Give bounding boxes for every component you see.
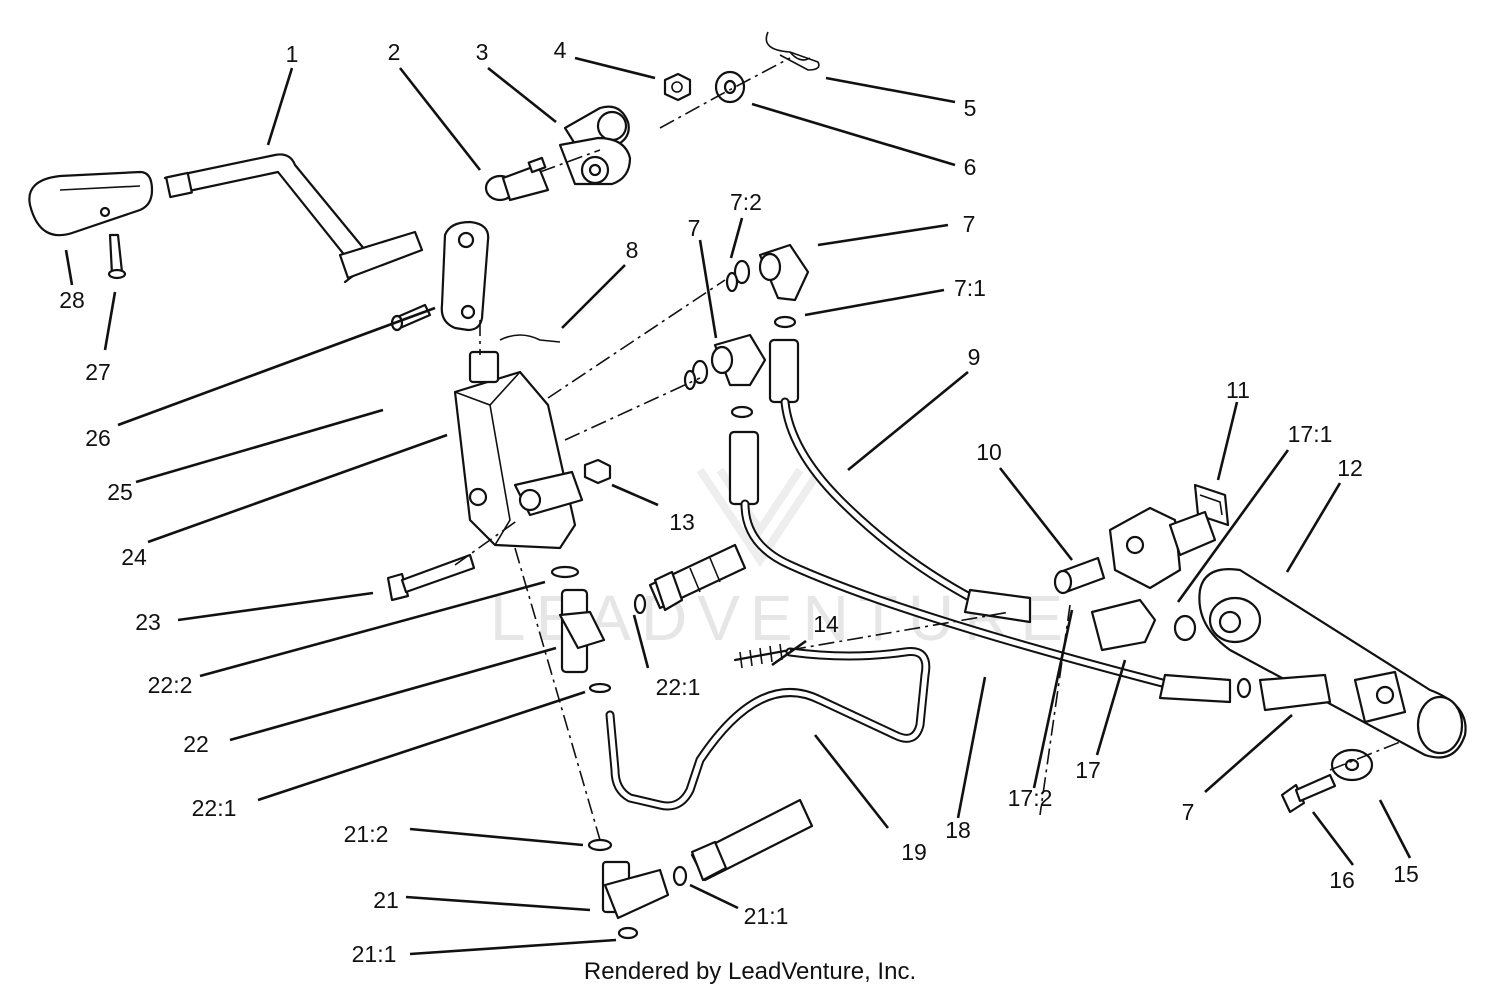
part-hose-9 [768, 338, 1032, 624]
callout-21-2: 21:2 [344, 821, 389, 847]
part-pin-10 [1053, 556, 1106, 595]
callout-4: 4 [554, 37, 567, 63]
part-oring-22-1-lower [588, 682, 612, 694]
part-elbow-7-top [725, 243, 810, 302]
callout-7-lower: 7 [1182, 799, 1195, 825]
callout-25: 25 [107, 479, 133, 505]
callout-19: 19 [901, 839, 927, 865]
part-cylinder-12 [1198, 568, 1467, 759]
part-oring-21-2 [587, 838, 613, 852]
part-bracket-26 [440, 220, 490, 332]
callout-5: 5 [964, 95, 977, 121]
part-knob [28, 170, 154, 237]
callout-3: 3 [476, 39, 489, 65]
part-bolt-23 [386, 553, 476, 602]
callout-13: 13 [669, 509, 695, 535]
part-screw-27 [107, 233, 127, 280]
callout-7-upper-right: 7 [963, 211, 976, 237]
part-elbow-21 [601, 860, 670, 920]
callout-8: 8 [626, 237, 639, 263]
callout-6: 6 [964, 154, 977, 180]
part-hairpin-clip [765, 31, 820, 71]
part-oring-22-1-side [633, 593, 647, 615]
callout-7-1: 7:1 [954, 275, 986, 301]
callout-21: 21 [373, 887, 399, 913]
callout-17: 17 [1075, 757, 1101, 783]
callout-24: 24 [121, 544, 147, 570]
part-oring-21-1-bottom [617, 926, 639, 940]
part-swivel-block [558, 105, 632, 186]
part-bolt-16 [1280, 773, 1337, 814]
callout-18: 18 [945, 817, 971, 843]
callout-27: 27 [85, 359, 111, 385]
callout-17-2: 17:2 [1008, 785, 1053, 811]
callout-21-1-right: 21:1 [744, 903, 789, 929]
callout-15: 15 [1393, 861, 1419, 887]
part-washer-6 [714, 70, 746, 104]
part-hose-18 [728, 430, 1232, 704]
part-clevis [1108, 506, 1217, 590]
callout-10: 10 [976, 439, 1002, 465]
part-cotter-pin-8 [499, 334, 561, 343]
part-nut-4 [663, 72, 692, 102]
part-adapter-21 [690, 798, 814, 882]
callout-26: 26 [85, 425, 111, 451]
part-fitting-17 [1090, 598, 1197, 652]
callout-22-2: 22:2 [148, 672, 193, 698]
callout-labels: 1 2 3 4 5 6 7:2 7 7 7:1 8 9 10 11 17:1 1… [59, 37, 1419, 967]
part-pin [484, 156, 550, 202]
part-tube-19 [605, 643, 931, 811]
part-relief-fitting [648, 543, 747, 612]
part-fitting-7-lower [1236, 673, 1332, 712]
part-valve-body [453, 350, 584, 550]
part-oring-22-2 [550, 565, 580, 579]
callout-11: 11 [1226, 377, 1250, 403]
callout-23: 23 [135, 609, 161, 635]
part-fitting-22 [558, 588, 606, 674]
footer-credit: Rendered by LeadVenture, Inc. [583, 958, 917, 985]
leader-lines [64, 56, 1412, 956]
part-washer-15 [1330, 748, 1374, 782]
callout-21-1-bottom: 21:1 [352, 941, 397, 967]
part-oring-7-1 [773, 315, 797, 329]
callout-14: 14 [813, 611, 839, 637]
callout-28: 28 [59, 287, 85, 313]
callout-2: 2 [388, 39, 401, 65]
part-elbow-7-mid [683, 333, 767, 391]
callout-22-1-left: 22:1 [192, 795, 237, 821]
part-nut-13 [583, 458, 612, 485]
callout-17-1: 17:1 [1288, 421, 1333, 447]
callout-22-1-right: 22:1 [656, 674, 701, 700]
callout-12: 12 [1337, 455, 1363, 481]
callout-16: 16 [1329, 867, 1355, 893]
callout-7-2: 7:2 [730, 189, 762, 215]
callout-1: 1 [286, 41, 299, 67]
callout-9: 9 [968, 344, 981, 370]
part-oring-21-1-side [672, 865, 688, 887]
callout-22: 22 [183, 731, 209, 757]
callout-7-upper-left: 7 [688, 215, 701, 241]
part-control-lever [163, 153, 424, 284]
part-oring-7-mid [730, 405, 754, 419]
